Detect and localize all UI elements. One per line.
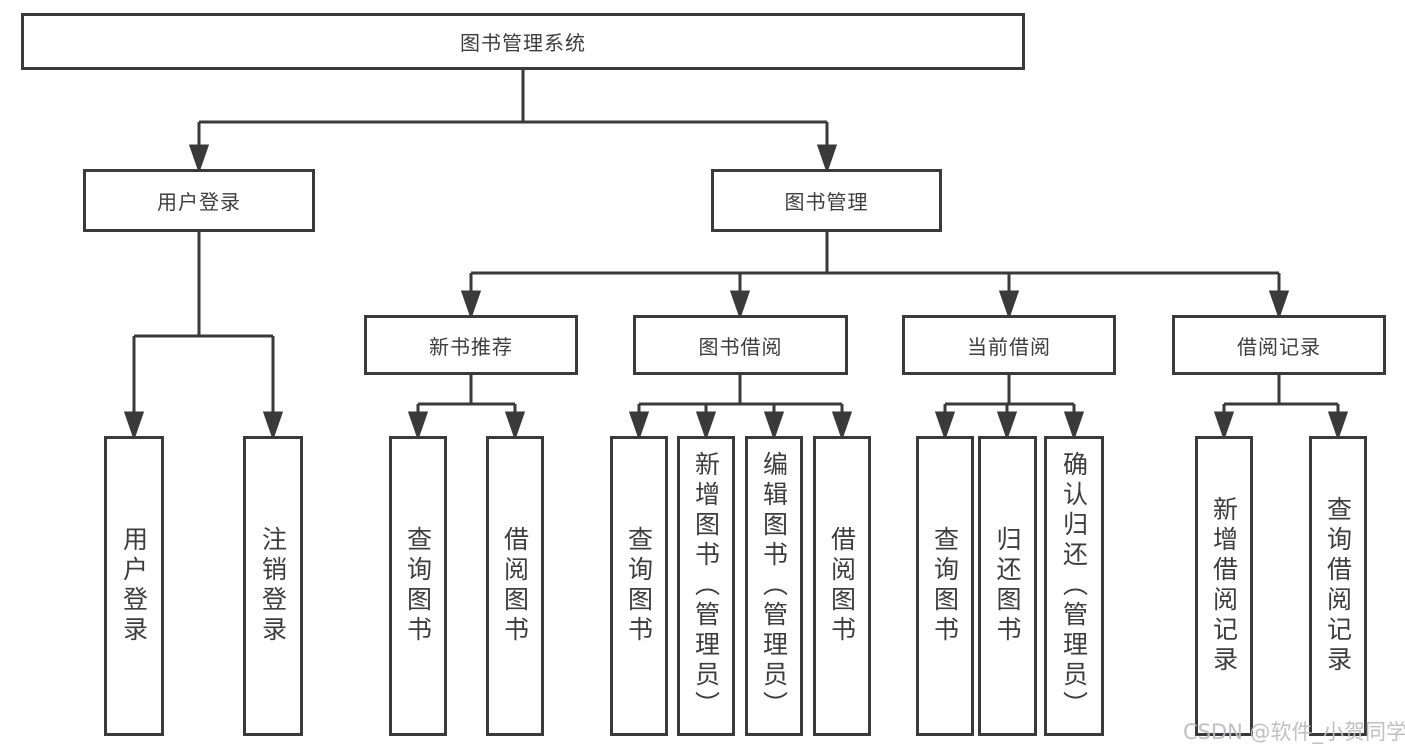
connector-user-login-to-leaves [123, 232, 284, 441]
leaf-confirm-return-admin: 确认归还（管理员） [1044, 436, 1104, 736]
connector-new-book-recommend-to-leaves [407, 375, 526, 441]
node-label: 借阅记录 [1237, 334, 1321, 359]
arrow-down-icon [1327, 411, 1349, 441]
arrow-down-icon [123, 411, 145, 441]
node-label: 当前借阅 [967, 334, 1051, 359]
node-label: 借阅图书 [500, 526, 530, 646]
arrow-down-icon [996, 411, 1018, 441]
node-label: 查询图书 [403, 526, 433, 646]
arrow-down-icon [763, 411, 785, 441]
arrow-down-icon [816, 144, 838, 174]
arrow-down-icon [1213, 411, 1235, 441]
leaf-query-books-current: 查询图书 [916, 436, 974, 736]
leaf-borrow-books-recommend: 借阅图书 [486, 436, 544, 736]
leaf-user-login: 用户登录 [104, 436, 164, 736]
leaf-add-borrow-record: 新增借阅记录 [1195, 436, 1253, 736]
arrow-down-icon [998, 290, 1020, 320]
arrow-down-icon [628, 411, 650, 441]
node-label: 图书管理系统 [460, 31, 586, 55]
node-book-borrow: 图书借阅 [633, 315, 848, 375]
arrow-down-icon [188, 144, 210, 174]
node-label: 归还图书 [993, 526, 1022, 646]
leaf-return-books: 归还图书 [978, 436, 1037, 736]
leaf-query-borrow-record: 查询借阅记录 [1309, 436, 1367, 736]
node-label: 新增图书（管理员） [691, 451, 721, 721]
arrow-down-icon [1268, 290, 1290, 320]
node-root-system: 图书管理系统 [21, 13, 1025, 70]
arrow-down-icon [831, 411, 853, 441]
leaf-add-book-admin: 新增图书（管理员） [677, 436, 735, 736]
node-user-login: 用户登录 [83, 169, 315, 232]
arrow-down-icon [1063, 411, 1085, 441]
node-label: 图书管理 [784, 190, 869, 214]
node-book-management: 图书管理 [711, 169, 942, 232]
arrow-down-icon [504, 411, 526, 441]
connector-book-management-to-level3 [460, 232, 1290, 320]
arrow-down-icon [695, 411, 717, 441]
arrow-down-icon [460, 290, 482, 320]
connector-root-to-level2 [188, 70, 838, 174]
arrow-down-icon [407, 411, 429, 441]
arrow-down-icon [262, 411, 284, 441]
node-label: 新增借阅记录 [1209, 496, 1239, 676]
leaf-query-books-borrow: 查询图书 [610, 436, 668, 736]
leaf-logout: 注销登录 [243, 436, 303, 736]
connector-borrow-records-to-leaves [1213, 375, 1349, 441]
node-label: 查询图书 [624, 526, 654, 646]
leaf-query-books-recommend: 查询图书 [389, 436, 447, 736]
connector-current-borrow-to-leaves [934, 375, 1085, 441]
node-label: 查询借阅记录 [1323, 496, 1353, 676]
node-label: 用户登录 [119, 526, 149, 646]
node-current-borrow: 当前借阅 [902, 315, 1116, 375]
node-label: 新书推荐 [429, 334, 513, 359]
node-label: 查询图书 [930, 526, 960, 646]
node-label: 注销登录 [258, 526, 288, 646]
arrow-down-icon [729, 290, 751, 320]
arrow-down-icon [934, 411, 956, 441]
leaf-edit-book-admin: 编辑图书（管理员） [745, 436, 803, 736]
node-label: 编辑图书（管理员） [759, 451, 789, 721]
node-label: 借阅图书 [827, 526, 857, 646]
watermark: CSDN @软件_小贺同学 [1183, 720, 1405, 744]
leaf-borrow-books-borrow: 借阅图书 [813, 436, 871, 736]
node-borrow-records: 借阅记录 [1172, 315, 1386, 375]
connector-book-borrow-to-leaves [628, 375, 853, 441]
node-label: 图书借阅 [698, 334, 783, 359]
node-label: 用户登录 [157, 190, 241, 214]
node-label: 确认归还（管理员） [1059, 451, 1089, 721]
node-new-book-recommend: 新书推荐 [364, 315, 578, 375]
